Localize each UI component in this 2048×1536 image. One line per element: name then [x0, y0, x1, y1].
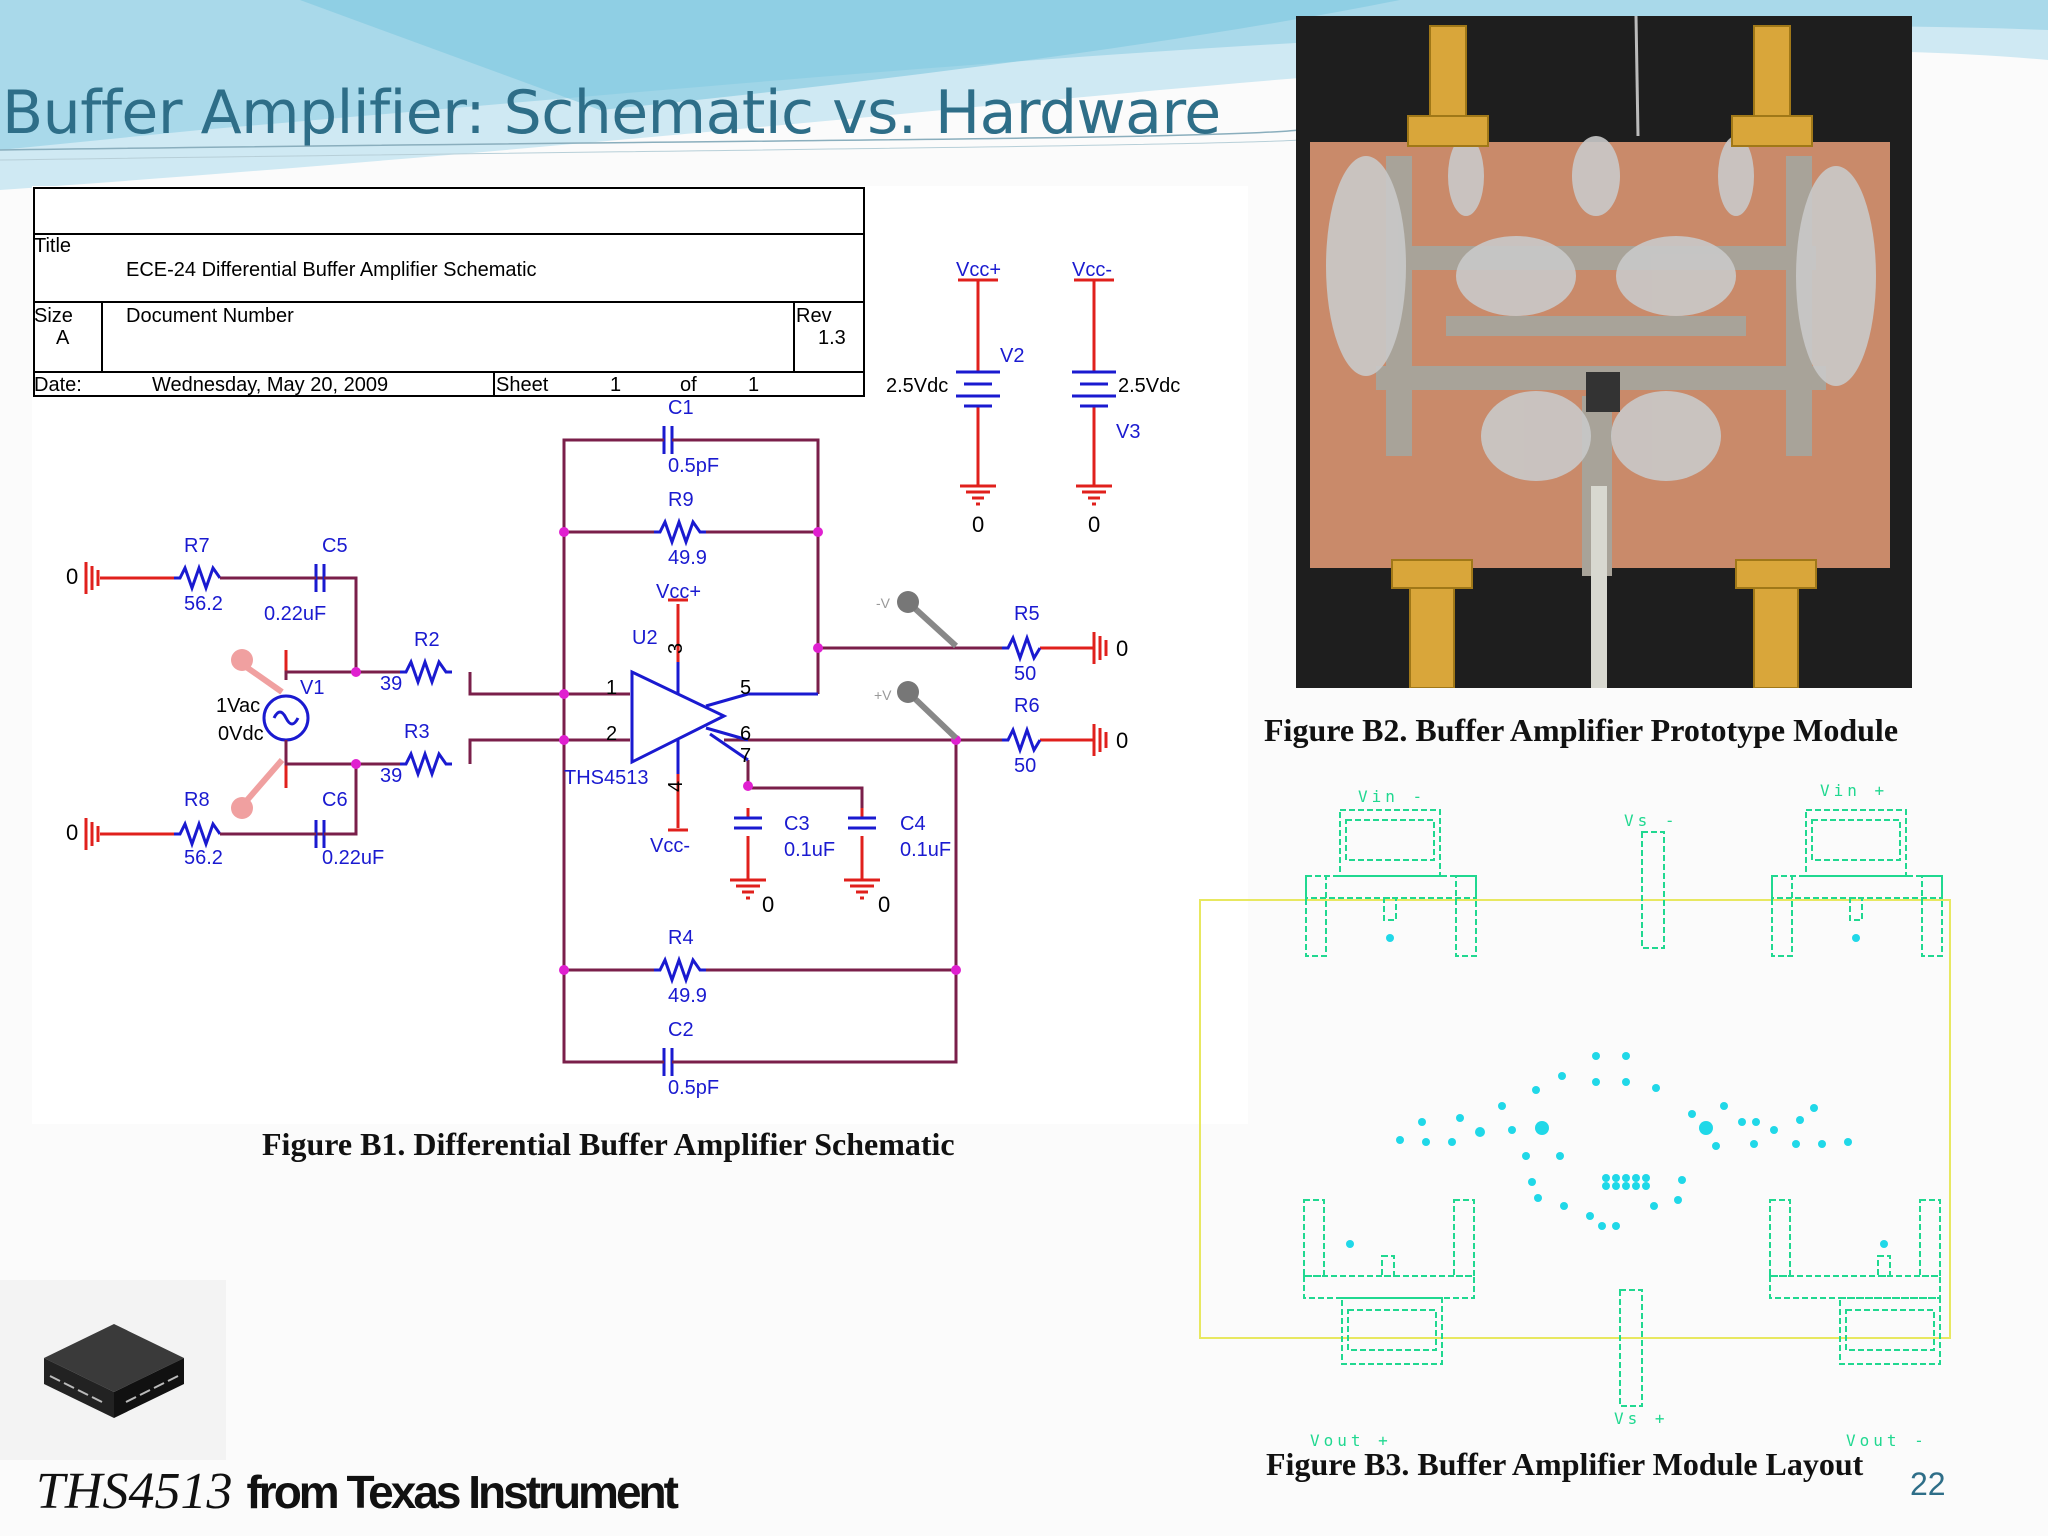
title-block [33, 187, 865, 397]
c2-value: 0.5pF [668, 1077, 719, 1099]
c4-label: C4 [900, 813, 926, 835]
tb-title-label: Title [34, 235, 71, 257]
probe-pos-label: +V [874, 687, 892, 703]
v3-label: V3 [1116, 421, 1140, 443]
r3-label: R3 [404, 721, 430, 743]
v1-ac: 1Vac [216, 695, 260, 717]
tb-of-label: of [680, 374, 697, 396]
pin7: 7 [740, 745, 751, 767]
pin2: 2 [606, 723, 617, 745]
r3-value: 39 [380, 765, 402, 787]
r4-value: 49.9 [668, 985, 707, 1007]
tb-date-value: Wednesday, May 20, 2009 [152, 374, 388, 396]
schematic-diagram: Title ECE-24 Differential Buffer Amplifi… [32, 186, 1248, 1124]
pin3: 3 [665, 643, 687, 654]
r9-value: 49.9 [668, 547, 707, 569]
footer-source: from Texas Instrument [246, 1466, 678, 1518]
layout-caption: Figure B3. Buffer Amplifier Module Layou… [1266, 1446, 1864, 1482]
vccm-pin-label: Vcc- [650, 835, 690, 857]
gnd-c3: 0 [762, 892, 774, 917]
vccp-pin-label: Vcc+ [656, 581, 701, 603]
v2-label: V2 [1000, 345, 1024, 367]
layout-vout-pos: Vout + [1310, 1431, 1392, 1450]
tb-title-value: ECE-24 Differential Buffer Amplifier Sch… [126, 259, 537, 281]
tb-rev-label: Rev [796, 305, 832, 327]
v2-rail-label: Vcc+ [956, 259, 1001, 281]
layout-vin-pos: Vin + [1820, 781, 1888, 800]
c6-value: 0.22uF [322, 847, 384, 869]
layout-vin-neg: Vin - [1358, 787, 1426, 806]
r6-value: 50 [1014, 755, 1036, 777]
probe-markers [231, 591, 959, 819]
pin1: 1 [606, 677, 617, 699]
capacitors [314, 426, 876, 1076]
r8-value: 56.2 [184, 847, 223, 869]
chip-icon [44, 1324, 184, 1418]
r5-value: 50 [1014, 663, 1036, 685]
c3-label: C3 [784, 813, 810, 835]
v3-rail-label: Vcc- [1072, 259, 1112, 281]
c4-value: 0.1uF [900, 839, 951, 861]
pin6: 6 [740, 723, 751, 745]
red-leads [100, 280, 1096, 880]
pin4: 4 [665, 781, 687, 792]
schematic-caption: Figure B1. Differential Buffer Amplifier… [262, 1126, 955, 1162]
r9-label: R9 [668, 489, 694, 511]
tb-sheet-label: Sheet [496, 374, 549, 396]
tb-date-label: Date: [34, 374, 82, 396]
c1-value: 0.5pF [668, 455, 719, 477]
layout-vout-neg: Vout - [1846, 1431, 1928, 1450]
chip-logo-panel [0, 1280, 226, 1460]
tb-docnum-label: Document Number [126, 305, 294, 327]
layout-vs-neg: Vs - [1624, 811, 1679, 830]
photo-caption: Figure B2. Buffer Amplifier Prototype Mo… [1264, 712, 1899, 748]
layout-vs-pos: Vs + [1614, 1409, 1669, 1428]
v1-label: V1 [300, 677, 324, 699]
tb-rev-value: 1.3 [818, 327, 846, 349]
page-number: 22 [1910, 1466, 1946, 1502]
batteries [956, 370, 1116, 408]
r2-value: 39 [380, 673, 402, 695]
ground-symbols [84, 278, 1114, 900]
u2-part: THS4513 [564, 767, 649, 789]
gnd-v3: 0 [1088, 512, 1100, 537]
c3-value: 0.1uF [784, 839, 835, 861]
c6-label: C6 [322, 789, 348, 811]
r7-label: R7 [184, 535, 210, 557]
tb-size-value: A [56, 327, 70, 349]
r7-value: 56.2 [184, 593, 223, 615]
r8-label: R8 [184, 789, 210, 811]
v2-value: 2.5Vdc [886, 375, 948, 397]
v1-dc: 0Vdc [218, 723, 264, 745]
slide-title: Buffer Amplifier: Schematic vs. Hardware [2, 78, 1221, 148]
r4-label: R4 [668, 927, 694, 949]
v3-value: 2.5Vdc [1118, 375, 1180, 397]
pin5: 5 [740, 677, 751, 699]
r6-label: R6 [1014, 695, 1040, 717]
c5-label: C5 [322, 535, 348, 557]
opamp-u2 [630, 662, 749, 774]
c5-value: 0.22uF [264, 603, 326, 625]
gnd-c4: 0 [878, 892, 890, 917]
r5-label: R5 [1014, 603, 1040, 625]
u2-label: U2 [632, 627, 658, 649]
pcb-layout: Vin - Vin + Vs - Vs + Vout + Vout - [1199, 781, 1951, 1450]
gnd-r5: 0 [1116, 636, 1128, 661]
probe-neg-label: -V [876, 595, 891, 611]
r2-label: R2 [414, 629, 440, 651]
junction-nodes [351, 527, 961, 975]
tb-of-value: 1 [748, 374, 759, 396]
resistors [174, 517, 1042, 985]
prototype-photo [1296, 16, 1912, 688]
c1-label: C1 [668, 397, 694, 419]
c2-label: C2 [668, 1019, 694, 1041]
footer-part-number: THS4513 [36, 1463, 233, 1520]
tb-size-label: Size [34, 305, 73, 327]
gnd-r7: 0 [66, 564, 78, 589]
tb-sheet-value: 1 [610, 374, 621, 396]
gnd-r6: 0 [1116, 728, 1128, 753]
gnd-r8: 0 [66, 820, 78, 845]
gnd-v2: 0 [972, 512, 984, 537]
